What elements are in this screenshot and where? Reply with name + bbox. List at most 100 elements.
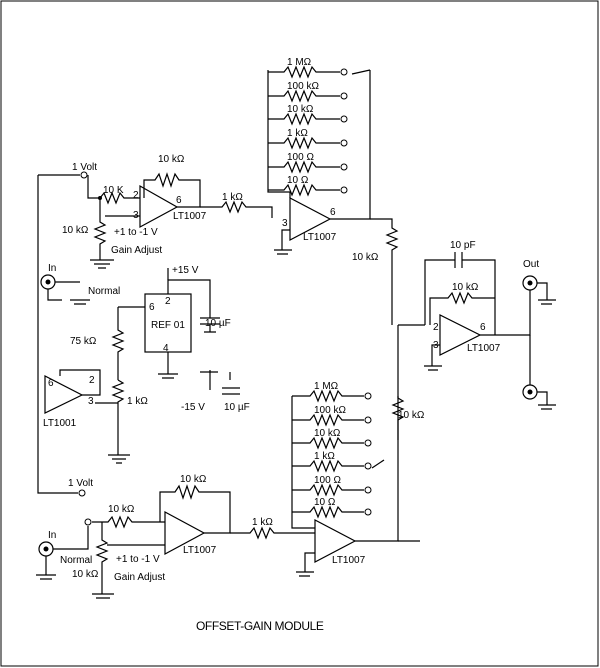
bottom-opamp-1 bbox=[164, 510, 206, 556]
top-op2-label: LT1007 bbox=[303, 232, 337, 243]
bottom-r-10k: 10 kΩ bbox=[314, 428, 341, 439]
bottom-gain-pot bbox=[95, 522, 109, 594]
bottom-r-1m: 1 MΩ bbox=[314, 381, 339, 392]
top-r-10k: 10 kΩ bbox=[287, 104, 314, 115]
out-cap-label: 10 pF bbox=[450, 240, 476, 251]
top-r-10: 10 Ω bbox=[287, 175, 309, 186]
bottom-gain-gnd bbox=[92, 593, 114, 599]
plus15-rail bbox=[167, 279, 211, 318]
module-title: OFFSET-GAIN MODULE bbox=[196, 619, 324, 633]
in-bottom-gnd bbox=[36, 556, 56, 580]
bottom-ladder bbox=[292, 389, 385, 519]
ref01-label: REF 01 bbox=[151, 320, 185, 331]
onek-pot-resistor bbox=[111, 379, 125, 455]
out-wire bbox=[480, 290, 531, 336]
lt1001-feedback bbox=[59, 369, 101, 396]
ref01-pin4: 4 bbox=[163, 343, 169, 354]
bottom-r-100: 100 Ω bbox=[314, 475, 341, 486]
ten-k-label: 10 K bbox=[103, 185, 124, 196]
in-bottom-wire bbox=[53, 526, 89, 550]
top-r-1m: 1 MΩ bbox=[287, 57, 312, 68]
in-bottom-label: In bbox=[48, 530, 56, 541]
bottom-op1-label: LT1007 bbox=[183, 545, 217, 556]
lt1001-label: LT1001 bbox=[43, 418, 77, 429]
top-r-100: 100 Ω bbox=[287, 152, 314, 163]
bottom-series-1k-label: 1 kΩ bbox=[252, 517, 273, 528]
bottom-input-label: 10 kΩ bbox=[108, 504, 135, 515]
out-bnc-bottom-gnd bbox=[537, 391, 556, 410]
bottom-op1-fb-label: 10 kΩ bbox=[180, 474, 207, 485]
out-op-pin2: 2 bbox=[433, 322, 439, 333]
seventyfive-k-label: 75 kΩ bbox=[70, 336, 97, 347]
bottom-range-label: +1 to -1 V bbox=[116, 554, 160, 565]
top-pot-label: 10 kΩ bbox=[62, 225, 89, 236]
top-op2-pin3: 3 bbox=[282, 218, 288, 229]
bottom-input-resistor bbox=[92, 515, 165, 529]
bottom-r-10: 10 Ω bbox=[314, 497, 336, 508]
bottom-pot-label: 10 kΩ bbox=[72, 569, 99, 580]
out-op-label: LT1007 bbox=[467, 343, 501, 354]
top-adjust-label: Gain Adjust bbox=[111, 245, 162, 256]
top-sum-label: 10 kΩ bbox=[352, 252, 379, 263]
lt1001-pin3: 3 bbox=[88, 396, 94, 407]
lt1001-opamp bbox=[44, 375, 84, 414]
out-cap bbox=[454, 252, 463, 268]
out-op-pin6: 6 bbox=[480, 322, 486, 333]
bottom-ladder-return bbox=[355, 396, 399, 542]
plus15-label: +15 V bbox=[172, 265, 199, 276]
top-op1-pin3: 3 bbox=[133, 210, 139, 221]
one-volt-bottom-label: 1 Volt bbox=[68, 478, 93, 489]
top-opamp-1 bbox=[139, 184, 179, 229]
top-channel: In Normal 10 K 10 kΩ +1 to -1 V Gain Adj… bbox=[40, 57, 399, 325]
top-switch-wire bbox=[87, 175, 100, 199]
bottom-adjust-label: Gain Adjust bbox=[114, 572, 165, 583]
one-volt-bottom-terminal bbox=[78, 489, 86, 497]
out-res-feedback bbox=[429, 291, 495, 325]
onek-pot-label: 1 kΩ bbox=[127, 396, 148, 407]
minus15-wire bbox=[200, 370, 231, 390]
top-op1-feedback bbox=[143, 172, 201, 208]
out-bnc-top-gnd bbox=[537, 282, 556, 305]
top-series-1k-label: 1 kΩ bbox=[222, 192, 243, 203]
minus15-cap bbox=[222, 387, 240, 395]
normal-bottom-label: Normal bbox=[60, 555, 92, 566]
bottom-channel: In Normal 10 kΩ 10 kΩ +1 to -1 V Gain Ad… bbox=[36, 325, 425, 599]
normal-top-label: Normal bbox=[88, 286, 120, 297]
bottom-ladder-spine bbox=[291, 396, 315, 529]
ref01-pin6: 6 bbox=[149, 302, 155, 313]
ref01-ground bbox=[158, 352, 178, 379]
bottom-op2-ground bbox=[296, 552, 315, 577]
bottom-sum-label: 10 kΩ bbox=[398, 410, 425, 421]
out-label: Out bbox=[523, 259, 539, 270]
one-volt-top-terminal bbox=[80, 171, 88, 179]
bottom-sum-resistor bbox=[391, 325, 405, 440]
plus15-cap-label: 10 µF bbox=[205, 318, 231, 329]
top-range-label: +1 to -1 V bbox=[114, 227, 158, 238]
top-op1-pin6: 6 bbox=[176, 195, 182, 206]
top-r-1k: 1 kΩ bbox=[287, 128, 308, 139]
in-top-shield bbox=[47, 289, 62, 301]
one-volt-top-label: 1 Volt bbox=[72, 162, 97, 173]
bottom-op2-label: LT1007 bbox=[332, 555, 366, 566]
lt1001-pin2: 2 bbox=[89, 375, 95, 386]
output-opamp bbox=[439, 314, 482, 356]
top-gain-pot bbox=[93, 198, 107, 260]
bottom-op1-feedback bbox=[159, 484, 231, 534]
bottom-r-100k: 100 kΩ bbox=[314, 405, 346, 416]
in-top-label: In bbox=[48, 263, 56, 274]
top-ladder-spine bbox=[267, 70, 291, 198]
top-ladder-return bbox=[330, 70, 371, 220]
out-cap-feedback bbox=[424, 259, 496, 335]
minus15-cap-label: 10 µF bbox=[224, 402, 250, 413]
out-res-label: 10 kΩ bbox=[452, 282, 479, 293]
reference-section: 1 Volt 1 Volt 6 2 3 LT1001 75 kΩ 1 kΩ RE… bbox=[37, 162, 250, 497]
top-gain-gnd bbox=[90, 259, 114, 269]
left-bus-wire bbox=[37, 175, 78, 494]
bottom-r-1k: 1 kΩ bbox=[314, 451, 335, 462]
top-r-100k: 100 kΩ bbox=[287, 81, 319, 92]
top-ladder bbox=[268, 65, 371, 197]
plus15-cap-gnd bbox=[204, 324, 216, 333]
